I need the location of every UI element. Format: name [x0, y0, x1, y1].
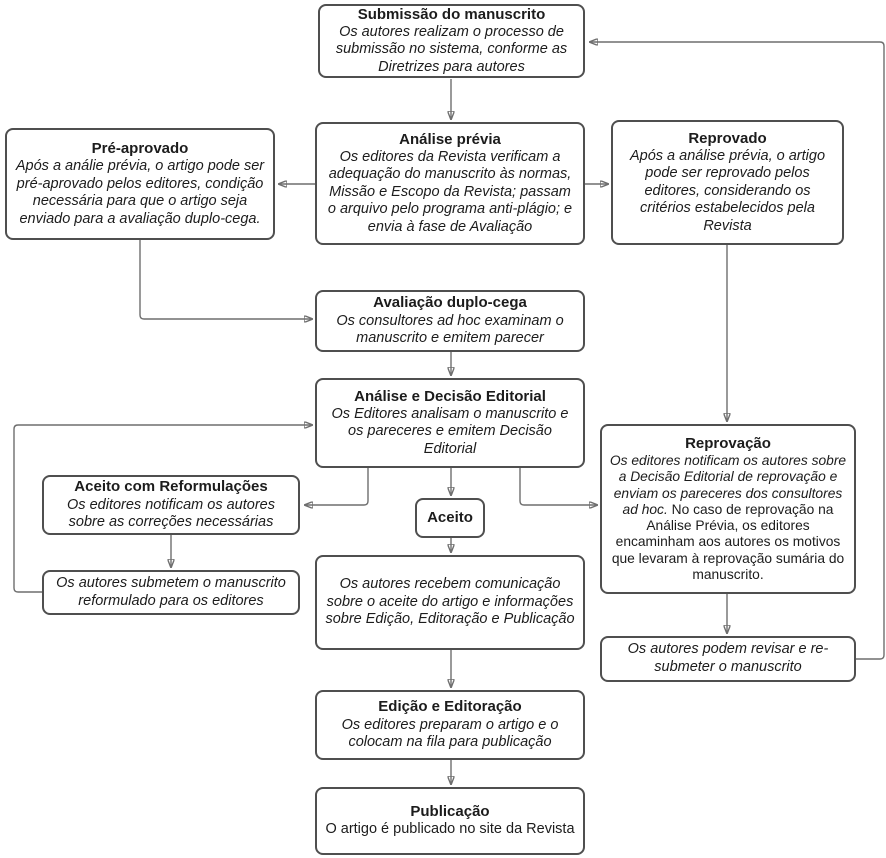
node-submissao-do-manuscrito: Submissão do manuscrito Os autores reali… [318, 4, 585, 78]
node-analise-previa: Análise prévia Os editores da Revista ve… [315, 122, 585, 245]
node-body: Os editores notificam os autores sobre a… [609, 453, 847, 583]
node-recebem-comunicacao-aceite: Os autores recebem comunicação sobre o a… [315, 555, 585, 650]
node-body: Os editores preparam o artigo e o coloca… [341, 716, 559, 751]
node-body: Os editores da Revista verificam a adequ… [327, 148, 573, 235]
node-title: Avaliação duplo-cega [373, 294, 527, 312]
node-body: Os autores realizam o processo de submis… [335, 23, 568, 75]
node-aceito: Aceito [415, 498, 485, 538]
node-reprovado: Reprovado Após a análise prévia, o artig… [611, 120, 844, 245]
node-title: Aceito [427, 508, 473, 526]
node-title: Análise prévia [399, 130, 501, 148]
node-body: Os autores submetem o manuscrito reformu… [56, 574, 286, 609]
edge-analise-decisao-to-reprovacao [519, 468, 597, 505]
node-title: Reprovação [685, 434, 771, 452]
node-title: Submissão do manuscrito [357, 5, 546, 23]
node-edicao-e-editoracao: Edição e Editoração Os editores preparam… [315, 690, 585, 760]
node-title: Pré-aprovado [91, 139, 189, 157]
node-publicacao: Publicação O artigo é publicado no site … [315, 787, 585, 855]
edge-pre-aprovado-to-avaliacao [139, 240, 312, 319]
node-body: Os autores recebem comunicação sobre o a… [325, 576, 575, 628]
node-aceito-com-reformulacoes: Aceito com Reformulações Os editores not… [42, 475, 300, 535]
node-title: Análise e Decisão Editorial [354, 387, 546, 405]
node-body: Após a análie prévia, o artigo pode ser … [15, 158, 265, 227]
node-body: Os consultores ad hoc examinam o manuscr… [336, 312, 564, 347]
node-revisar-e-resubmeter: Os autores podem revisar e re-submeter o… [600, 636, 856, 682]
node-body-regular-part: No caso de reprovação na Análise Prévia,… [611, 501, 845, 582]
edge-analise-decisao-to-aceito-reformulacoes [305, 468, 369, 505]
node-title: Aceito com Reformulações [74, 478, 268, 496]
node-title: Publicação [410, 803, 490, 821]
node-submetem-manuscrito-reformulado: Os autores submetem o manuscrito reformu… [42, 570, 300, 615]
node-analise-e-decisao-editorial: Análise e Decisão Editorial Os Editores … [315, 378, 585, 468]
node-body: O artigo é publicado no site da Revista [325, 821, 575, 838]
node-body-italic-part: Os editores notificam os autores sobre a… [609, 453, 847, 517]
node-avaliacao-duplo-cega: Avaliação duplo-cega Os consultores ad h… [315, 290, 585, 352]
node-body: Os Editores analisam o manuscrito e os p… [331, 405, 569, 457]
node-body: Os autores podem revisar e re-submeter o… [627, 641, 829, 675]
node-body: Após a análise prévia, o artigo pode ser… [629, 147, 826, 234]
node-title: Edição e Editoração [378, 698, 522, 716]
node-title: Reprovado [688, 129, 767, 147]
node-body: Os editores notificam os autores sobre a… [67, 496, 275, 531]
node-reprovacao: Reprovação Os editores notificam os auto… [600, 424, 856, 594]
node-pre-aprovado: Pré-aprovado Após a análie prévia, o art… [5, 128, 275, 240]
